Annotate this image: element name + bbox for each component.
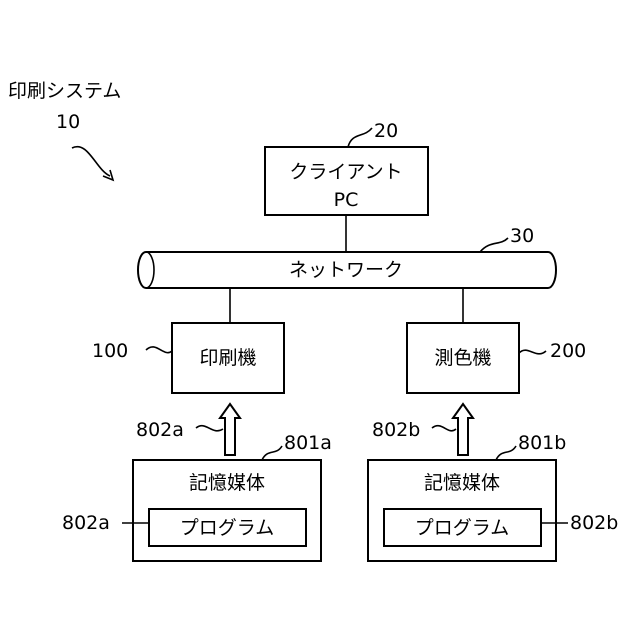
program-a-label: プログラム xyxy=(180,517,274,539)
storage-medium-b-ref: 801b xyxy=(518,432,566,454)
arrow-b-ref: 802b xyxy=(372,419,420,441)
program-b-label: プログラム xyxy=(415,517,509,539)
client-pc-label-line2: PC xyxy=(334,189,359,211)
client-pc-ref-leader xyxy=(348,128,372,147)
system-ref: 10 xyxy=(56,111,80,133)
colorimeter-ref: 200 xyxy=(550,340,586,362)
storage-medium-a-ref-leader xyxy=(262,446,282,460)
printer-label: 印刷機 xyxy=(199,347,256,369)
system-ref-arrow xyxy=(72,147,110,176)
client-pc-ref: 20 xyxy=(374,120,398,142)
printer-ref: 100 xyxy=(92,340,128,362)
colorimeter-ref-leader xyxy=(519,350,546,354)
colorimeter-label: 測色機 xyxy=(434,347,491,369)
storage-medium-b-ref-leader xyxy=(496,446,516,460)
storage-medium-b-label: 記憶媒体 xyxy=(424,472,500,494)
arrow-a-ref: 802a xyxy=(136,419,184,441)
storage-medium-a-ref: 801a xyxy=(284,432,332,454)
program-b-ref: 802b xyxy=(570,512,618,534)
system-title: 印刷システム xyxy=(8,80,121,102)
client-pc-label-line1: クライアント xyxy=(289,161,402,183)
network-ref: 30 xyxy=(510,225,534,247)
printer-ref-leader xyxy=(146,347,172,353)
program-a-ref: 802a xyxy=(62,512,110,534)
arrow-b-ref-leader xyxy=(432,426,456,431)
network-label: ネットワーク xyxy=(289,259,403,281)
arrow-a-ref-leader xyxy=(196,426,223,431)
storage-medium-a-label: 記憶媒体 xyxy=(189,472,265,494)
network-ref-leader xyxy=(480,238,508,252)
